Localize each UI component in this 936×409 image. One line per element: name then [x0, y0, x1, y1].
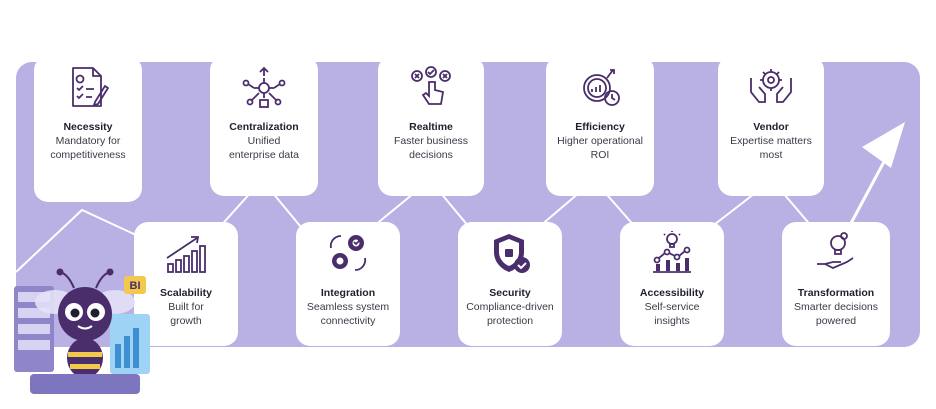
card-centralization: Centralization Unified enterprise data: [210, 56, 318, 196]
shield-lock-icon: [494, 234, 530, 273]
card-desc-line1: Seamless system: [306, 301, 390, 313]
gears-integration-icon: [329, 235, 367, 271]
card-desc-line2: protection: [486, 315, 534, 327]
card-desc-line1: Unified: [247, 135, 281, 147]
lightbulb-chart-icon: [653, 231, 691, 273]
bi-badge: BI: [130, 280, 141, 292]
card-realtime: Realtime Faster business decisions: [378, 56, 484, 196]
card-efficiency: Efficiency Higher operational ROI: [546, 56, 654, 196]
card-title: Efficiency: [575, 121, 625, 133]
card-transformation: Transformation Smarter decisions powered: [782, 222, 890, 346]
card-desc-line1: Built for: [168, 301, 204, 313]
card-title: Necessity: [63, 121, 113, 133]
card-desc-line1: Higher operational: [557, 135, 643, 147]
card-desc-line2: growth: [170, 315, 202, 327]
card-title: Realtime: [409, 121, 453, 133]
bee-mascot-icon: BI: [14, 268, 150, 394]
card-desc-line2: decisions: [409, 149, 453, 161]
checklist-document-icon: [72, 67, 109, 107]
card-desc-line1: Expertise matters: [730, 135, 812, 147]
card-desc-line2: powered: [815, 315, 857, 327]
card-title: Vendor: [753, 121, 789, 133]
card-title: Security: [489, 287, 531, 299]
card-integration: Integration Seamless system connectivity: [296, 222, 400, 346]
hub-network-icon: [242, 66, 286, 108]
hands-gear-icon: [750, 69, 792, 103]
hand-lightbulb-icon: [817, 232, 854, 269]
card-necessity: Necessity Mandatory for competitiveness: [34, 56, 142, 202]
card-title: Centralization: [229, 121, 299, 133]
gear-chart-clock-icon: [583, 69, 620, 106]
card-desc-line1: Faster business: [393, 135, 469, 147]
card-title: Transformation: [797, 287, 875, 299]
card-desc-line1: Compliance-driven: [466, 301, 554, 313]
card-accessibility: Accessibility Self-service insights: [620, 222, 724, 346]
card-title: Integration: [320, 287, 376, 299]
card-desc-line1: Smarter decisions: [793, 301, 879, 313]
card-desc-line2: competitiveness: [50, 149, 126, 161]
card-vendor: Vendor Expertise matters most: [718, 56, 824, 196]
card-title: Accessibility: [639, 287, 705, 299]
card-desc-line1: Mandatory for: [55, 135, 121, 147]
card-title: Scalability: [160, 287, 212, 299]
card-security: Security Compliance-driven protection: [458, 222, 562, 346]
card-scalability: Scalability Built for growth: [134, 222, 238, 346]
growth-bar-chart-icon: [166, 236, 206, 273]
trend-arrow-head: [862, 122, 905, 168]
hand-tap-choice-icon: [411, 66, 451, 105]
card-desc-line2: connectivity: [320, 315, 376, 327]
card-desc-line2: enterprise data: [228, 149, 300, 161]
card-desc-line2: most: [759, 149, 783, 161]
card-desc-line2: insights: [654, 315, 690, 327]
card-desc-line1: Self-service: [644, 301, 700, 313]
card-desc-line2: ROI: [590, 149, 610, 161]
